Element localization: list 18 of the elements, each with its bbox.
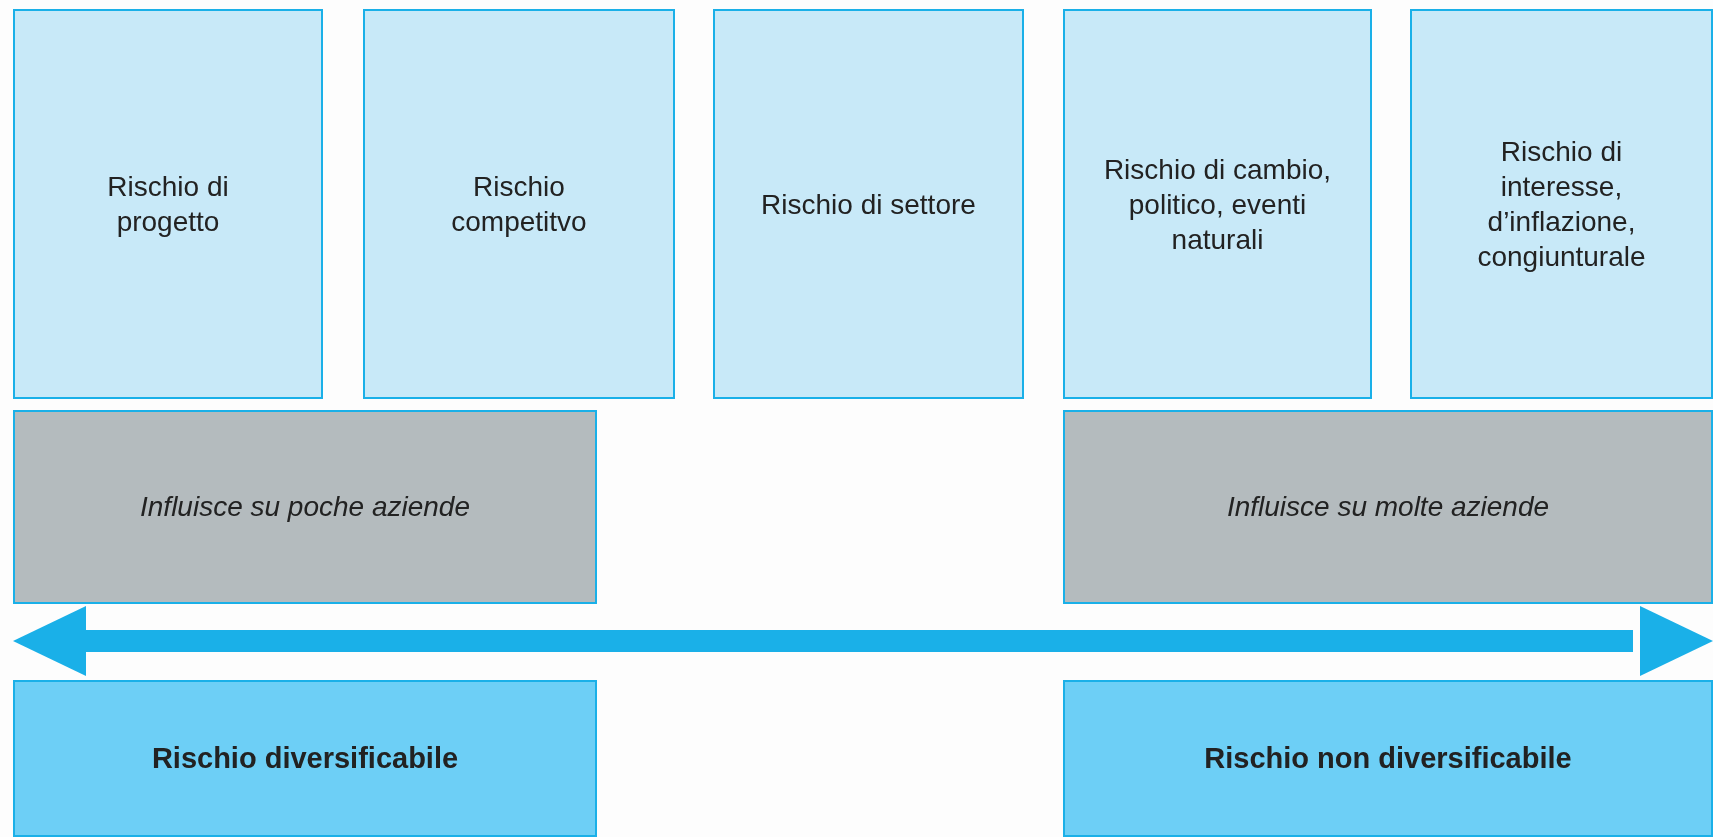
box-label: Rischio diversificabile: [151, 742, 459, 775]
risk-box: [13, 9, 323, 399]
risk-box: [1063, 9, 1372, 399]
box-label: Rischio di interesse, d’inflazione, congiunturale: [1476, 135, 1647, 274]
box-label: Rischio di progetto: [106, 170, 230, 239]
risk-box: [1410, 9, 1713, 399]
box-label: Rischio competitvo: [450, 170, 588, 239]
box-label: Rischio non diversificabile: [1204, 742, 1572, 775]
risk-box: [363, 9, 675, 399]
box-label: Influisce su poche aziende: [140, 491, 470, 523]
category-box: [1063, 680, 1713, 837]
scope-box: [1063, 410, 1713, 604]
box-label: Influisce su molte aziende: [1226, 491, 1550, 523]
box-label: Rischio di cambio, politico, eventi naturali: [1102, 152, 1333, 257]
risk-box: [713, 9, 1024, 399]
box-label: Rischio di settore: [761, 187, 976, 222]
category-box: [13, 680, 597, 837]
scope-box: [13, 410, 597, 604]
